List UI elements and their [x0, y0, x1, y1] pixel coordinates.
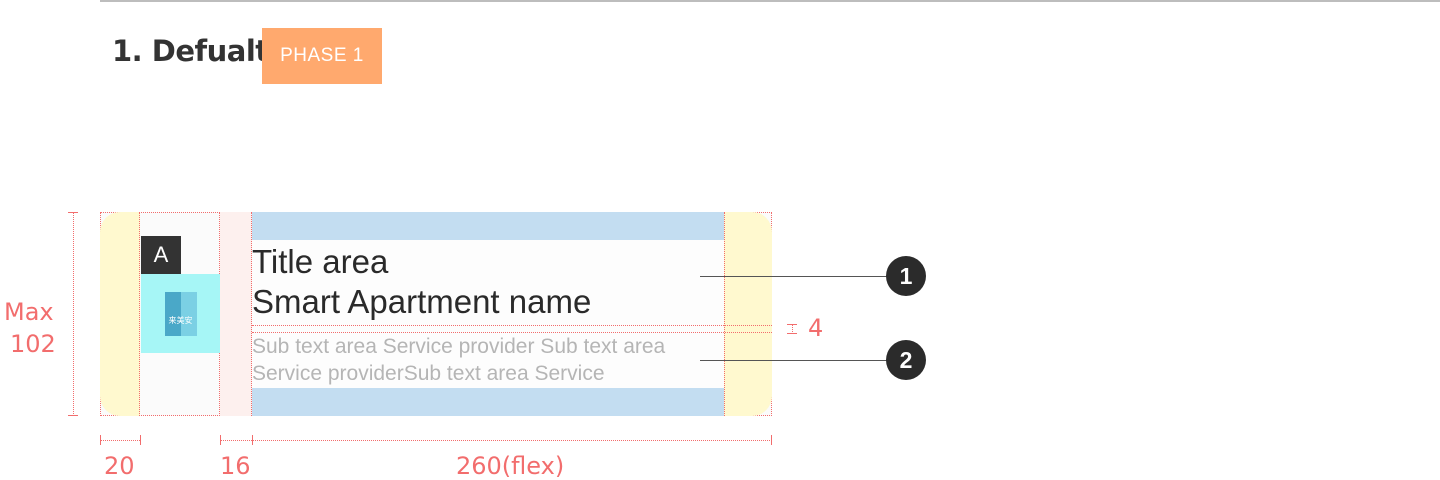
spacing-tick-stem: [792, 324, 793, 334]
height-guide: [73, 212, 74, 416]
callout-line-1: [700, 276, 890, 277]
width-label-flex: 260(flex): [456, 452, 565, 480]
left-padding-region: [100, 212, 140, 416]
phase-badge: PHASE 1: [262, 28, 382, 84]
width-label-16: 16: [220, 452, 251, 480]
width-tick: [220, 435, 221, 445]
icon-label-a: A: [141, 236, 181, 274]
height-label-value: 102: [10, 330, 56, 358]
width-guide-16: [220, 440, 252, 441]
width-guide-flex: [252, 440, 772, 441]
app-icon: 来美安: [141, 274, 220, 353]
width-tick: [140, 435, 141, 445]
sub-line-2: Service providerSub text area Service: [252, 362, 605, 385]
top-margin-band: [252, 212, 724, 240]
sub-text: Sub text area Service provider Sub text …: [252, 333, 722, 387]
width-label-20: 20: [104, 452, 135, 480]
width-guide-20: [100, 440, 140, 441]
bottom-margin-band: [252, 388, 724, 416]
section-title: 1. Defualt: [112, 34, 269, 68]
width-tick: [100, 435, 101, 445]
callout-badge-2: 2: [886, 340, 926, 380]
spacing-label: 4: [808, 314, 824, 342]
height-label-max: Max: [4, 298, 54, 326]
callout-badge-1: 1: [886, 256, 926, 296]
building-icon: 来美安: [164, 291, 197, 336]
callout-line-2: [700, 360, 890, 361]
title-line-2: Smart Apartment name: [252, 283, 592, 320]
title-text: Title area Smart Apartment name: [252, 242, 591, 322]
top-divider: [100, 0, 1440, 2]
width-tick: [771, 435, 772, 445]
right-padding-region: [724, 212, 772, 416]
spacing-guide-bottom: [252, 332, 772, 333]
title-line-1: Title area: [252, 243, 389, 280]
text-content-area: [252, 240, 724, 388]
sub-line-1: Sub text area Service provider Sub text …: [252, 335, 666, 358]
app-icon-text: 来美安: [168, 315, 193, 325]
icon-text-gap: [220, 212, 252, 416]
spacing-guide-top: [252, 325, 772, 326]
